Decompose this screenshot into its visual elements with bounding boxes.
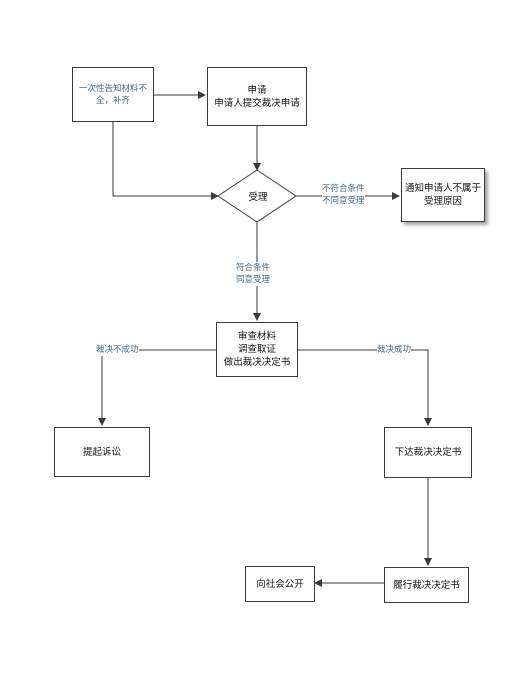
- node-accept-label: 受理: [248, 192, 268, 203]
- node-review: 审查材料 调查取证 做出裁决决定书: [216, 322, 298, 377]
- node-lawsuit: 提起诉讼: [54, 427, 150, 477]
- edge-label-not-meet-line-2: 不同意受理: [322, 196, 365, 206]
- node-notify-reject-line-2: 受理原因: [423, 196, 462, 207]
- node-supplement-line-2: 全，补齐: [95, 95, 130, 106]
- node-publish: 向社会公开: [245, 566, 315, 602]
- node-review-line-3: 做出裁决决定书: [223, 357, 291, 368]
- node-lawsuit-text: 提起诉讼: [82, 446, 121, 458]
- edge-label-meet-line-1: 符合条件: [236, 263, 271, 273]
- edge-label-success: 裁决成功: [377, 344, 412, 356]
- node-supplement-line-1: 一次性告知材料不: [78, 83, 147, 94]
- edge-label-meet-line-2: 同意受理: [236, 275, 271, 285]
- edge-supplement-to-accept: [112, 122, 219, 200]
- node-issue: 下达裁决决定书: [384, 427, 472, 478]
- node-notify-reject-line-1: 通知申请人不属于: [404, 183, 481, 194]
- edge-label-fail: 裁决不成功: [96, 344, 139, 356]
- node-issue-text: 下达裁决决定书: [394, 447, 462, 458]
- node-review-line-1: 审查材料: [237, 331, 276, 342]
- edge-review-to-issue: [298, 349, 432, 426]
- node-apply-line-1: 申请: [247, 84, 267, 96]
- node-notify-reject: 通知申请人不属于 受理原因: [401, 168, 485, 222]
- edge-label-fail-text: 裁决不成功: [96, 345, 139, 355]
- node-apply: 申请 申请人提交裁决申请: [207, 67, 307, 126]
- node-perform: 履行裁决决定书: [384, 567, 469, 603]
- edge-label-not-meet-line-1: 不符合条件: [322, 184, 365, 194]
- accept-diamond: [217, 169, 297, 223]
- node-apply-line-2: 申请人提交裁决申请: [214, 97, 300, 109]
- node-supplement: 一次性告知材料不 全，补齐: [72, 67, 154, 122]
- node-perform-text: 履行裁决决定书: [393, 579, 460, 591]
- edge-label-not-meet: 不符合条件 不同意受理: [322, 183, 365, 207]
- edge-label-meet: 符合条件 同意受理: [236, 262, 271, 286]
- node-publish-text: 向社会公开: [256, 578, 304, 590]
- edge-review-to-lawsuit: [98, 349, 216, 426]
- edge-label-success-text: 裁决成功: [377, 345, 412, 355]
- node-review-line-2: 调查取证: [237, 344, 276, 355]
